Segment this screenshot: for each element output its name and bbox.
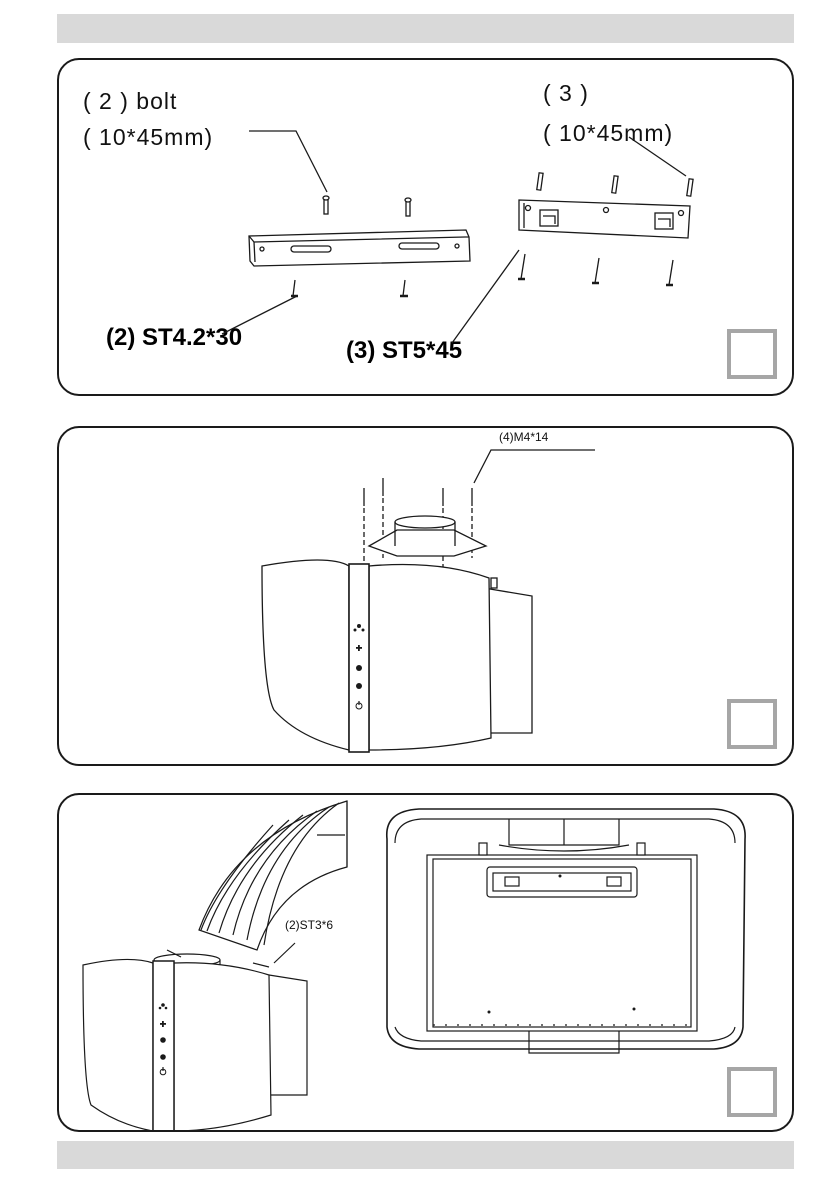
bracket-illustration	[221, 130, 694, 344]
hood-flange-illustration	[261, 449, 595, 753]
step-number-box	[727, 1067, 777, 1117]
fan-icon	[158, 1003, 168, 1010]
fan-icon	[353, 624, 365, 632]
bolt-quantity-label: ( 2 ) bolt	[83, 88, 178, 114]
plus-icon	[356, 645, 362, 651]
plus-icon	[160, 1021, 166, 1027]
step-number-box	[727, 329, 777, 379]
control-panel-icons	[353, 624, 365, 710]
power-icon	[159, 1067, 167, 1076]
duct-hood-illustration	[82, 800, 746, 1130]
control-panel-icons-side	[158, 1003, 168, 1076]
flange-screw-label: (4)M4*14	[499, 430, 549, 444]
bolt-left	[322, 195, 330, 215]
bolt-size-label: ( 10*45mm)	[83, 124, 214, 150]
snowflake-icon	[356, 665, 362, 671]
step-panel-flange: (4)M4*14	[57, 426, 794, 766]
step-number-box	[727, 699, 777, 749]
step-panel-duct: (2)ST3*6	[57, 793, 794, 1132]
power-icon	[355, 701, 363, 710]
screw-st5-label: (3) ST5*45	[346, 337, 463, 364]
footer-bar	[57, 1141, 794, 1169]
light-icon	[356, 683, 362, 689]
light-icon	[160, 1054, 166, 1060]
header-bar	[57, 14, 794, 43]
plate-bolt-quantity-label: ( 3 )	[543, 80, 589, 106]
screw-st4-label: (2) ST4.2*30	[106, 324, 243, 351]
plate-bolt-size-label: ( 10*45mm)	[543, 120, 674, 146]
duct-screw-label: (2)ST3*6	[285, 918, 334, 932]
step-panel-brackets: ( 2 ) bolt ( 10*45mm) ( 3 ) ( 10*45mm) (…	[57, 58, 794, 396]
snowflake-icon	[160, 1037, 166, 1043]
